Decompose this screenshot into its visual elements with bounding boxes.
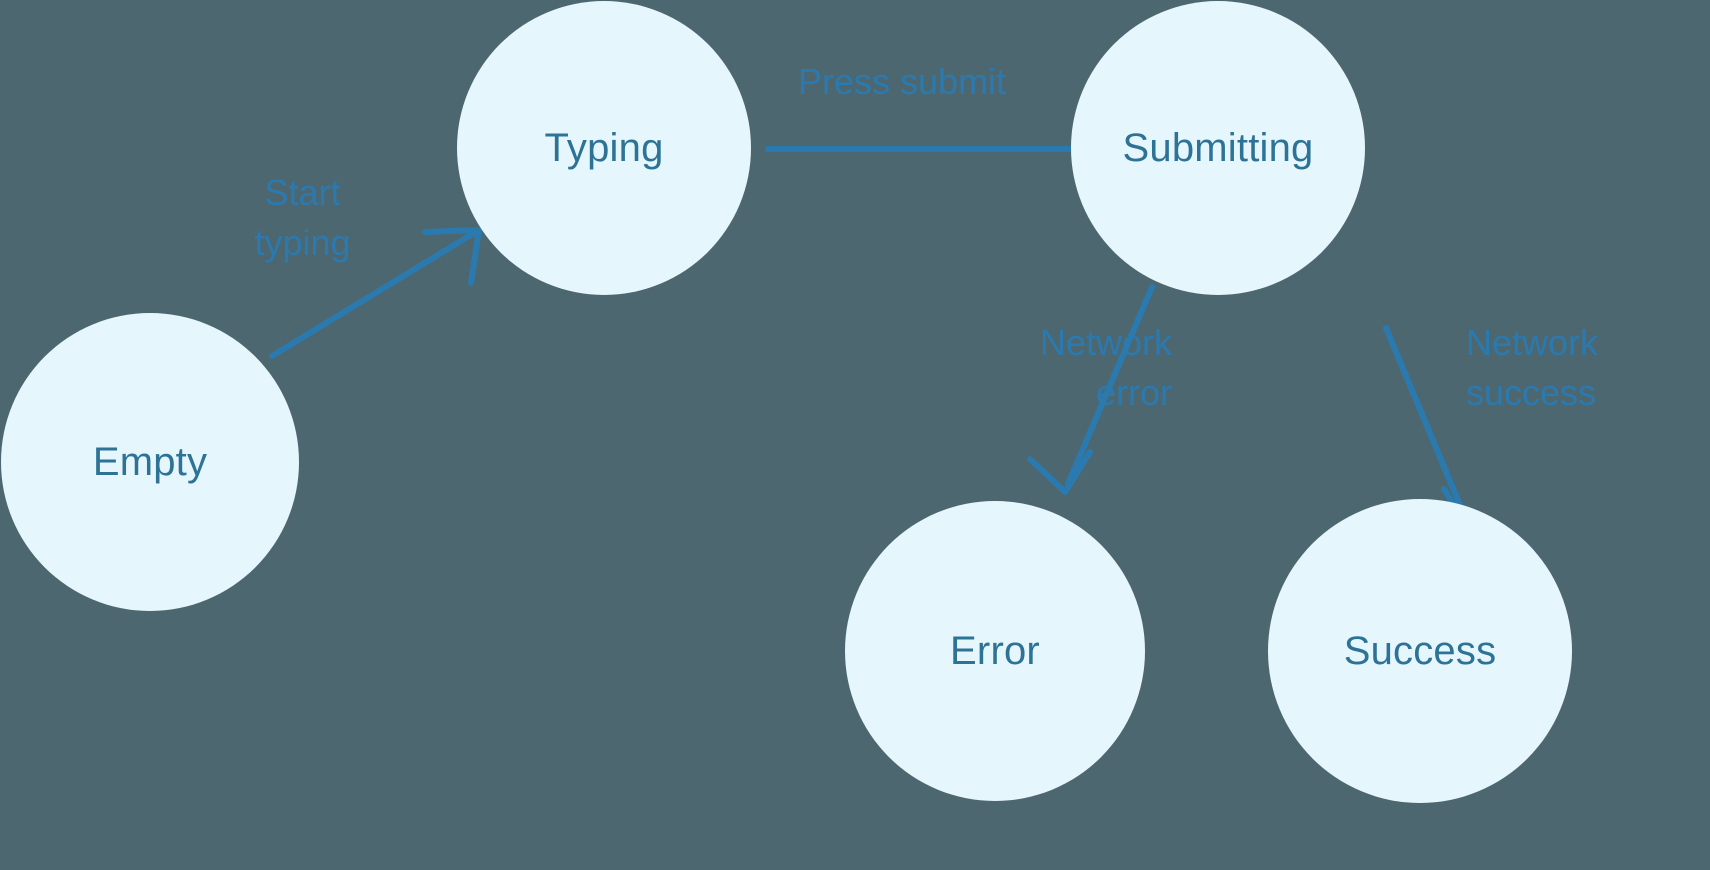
state-node-typing[interactable]: Typing — [457, 1, 751, 295]
state-node-success[interactable]: Success — [1268, 499, 1572, 803]
state-node-error-label: Error — [950, 628, 1040, 673]
state-node-submitting-label: Submitting — [1122, 125, 1314, 170]
state-node-empty[interactable]: Empty — [1, 313, 299, 611]
state-node-empty-label: Empty — [92, 439, 208, 484]
edge-submitting-to-error — [1027, 284, 1155, 495]
state-node-error[interactable]: Error — [845, 501, 1145, 801]
state-node-success-label: Success — [1343, 628, 1497, 673]
state-node-typing-label: Typing — [544, 125, 664, 170]
edge-label-press-submit: Press submit — [798, 61, 1007, 102]
edge-label-start-typing: Start typing — [254, 172, 351, 263]
edge-label-network-success: Network success — [1466, 322, 1599, 413]
edge-empty-to-typing — [269, 227, 482, 359]
edge-label-network-error: Network error — [1039, 322, 1172, 413]
state-node-submitting[interactable]: Submitting — [1071, 1, 1365, 295]
